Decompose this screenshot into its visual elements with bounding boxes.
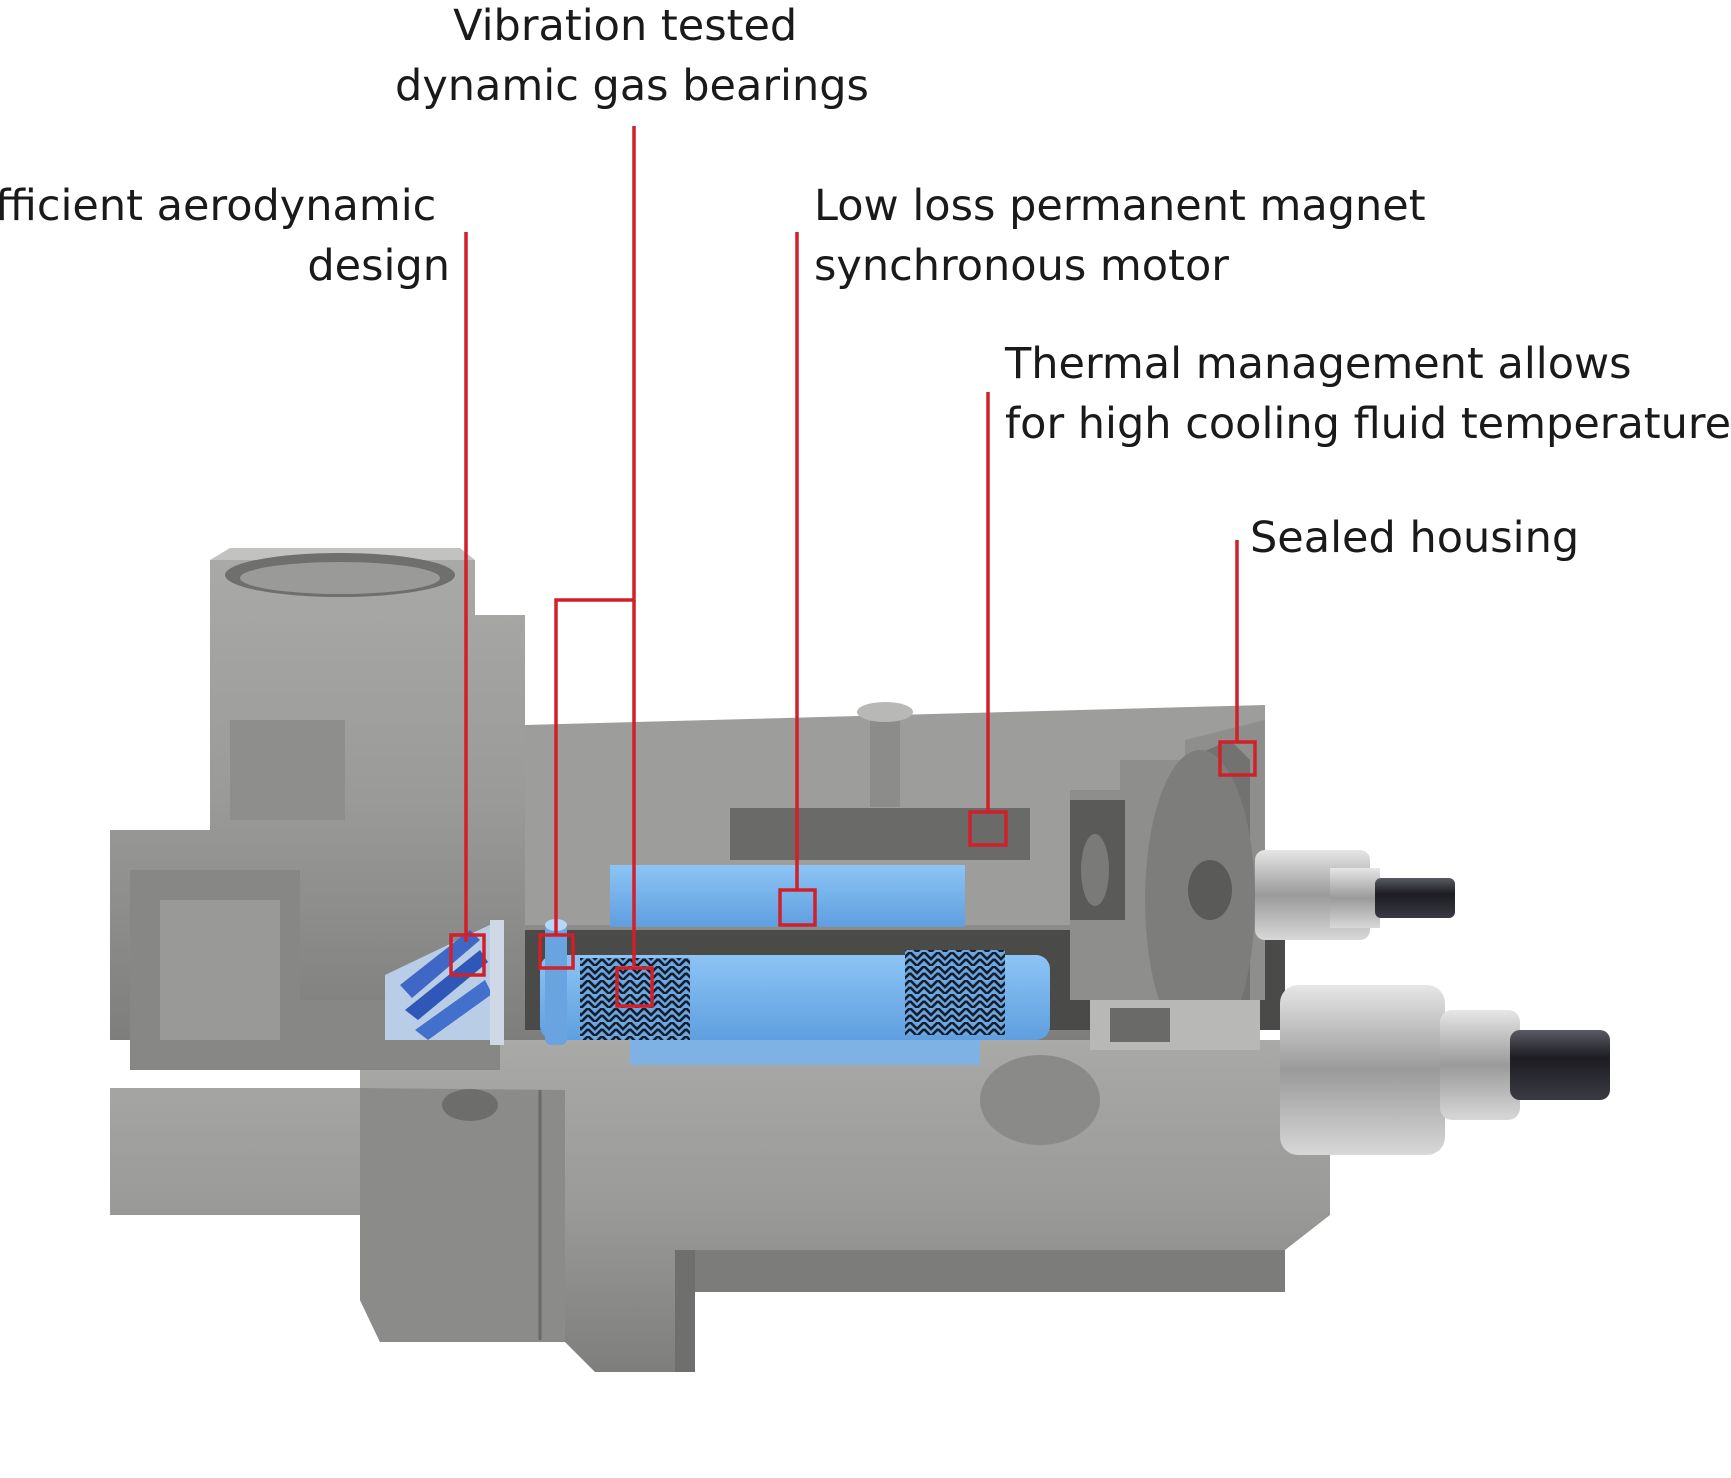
leader-bearings — [554, 126, 636, 936]
machine-illustration — [110, 548, 1610, 1372]
callout-labels: Efficient aerodynamic design Vibration t… — [0, 1, 1731, 563]
cable-gland-lower — [1280, 985, 1610, 1155]
highlight-stator — [778, 888, 817, 927]
label-thermal: Thermal management allows for high cooli… — [1004, 339, 1731, 449]
impeller — [385, 920, 504, 1045]
highlight-herringbone — [615, 966, 654, 1008]
lower-housing — [110, 1040, 1330, 1372]
highlight-cooling-channel — [968, 810, 1008, 847]
label-sealed: Sealed housing — [1250, 513, 1579, 563]
stator — [610, 865, 965, 927]
cable-gland-upper — [1255, 850, 1455, 940]
label-motor: Low loss permanent magnet synchronous mo… — [814, 181, 1439, 291]
label-bearings: Vibration tested dynamic gas bearings — [395, 1, 869, 111]
leader-lines — [449, 126, 1257, 1008]
highlight-seal — [1218, 740, 1257, 777]
highlight-impeller — [449, 933, 486, 977]
highlight-bearing-disc — [538, 933, 575, 970]
label-aero: Efficient aerodynamic design — [0, 181, 450, 291]
